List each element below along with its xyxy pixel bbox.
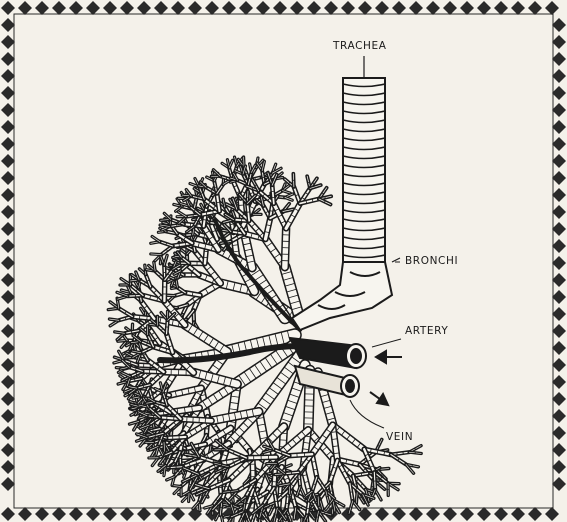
label-vein: VEIN [386, 431, 413, 443]
trachea-tube [343, 56, 385, 268]
label-bronchi: BRONCHI [405, 255, 458, 267]
label-artery: ARTERY [405, 325, 448, 337]
label-trachea: TRACHEA [332, 40, 387, 52]
